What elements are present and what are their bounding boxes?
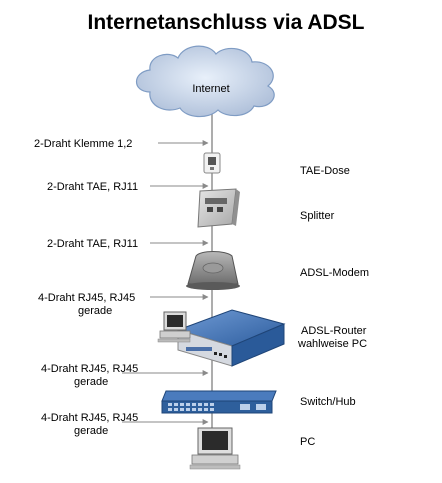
device-label-tae: TAE-Dose [300, 165, 350, 177]
device-label-splitter: Splitter [300, 210, 335, 222]
connection-label-2: 2-Draht TAE, RJ11 [47, 181, 138, 193]
switch-hub-icon [161, 390, 277, 414]
connection-label-1: 2-Draht Klemme 1,2 [34, 138, 132, 150]
connection-label-5: 4-Draht RJ45, RJ45 gerade [41, 363, 141, 388]
switch-ports [168, 403, 266, 411]
connection-label-6: 4-Draht RJ45, RJ45 gerade [41, 412, 141, 437]
internet-cloud-icon [135, 45, 275, 118]
device-label-switch: Switch/Hub [300, 396, 356, 408]
connection-arrows [122, 140, 209, 425]
connection-label-3: 2-Draht TAE, RJ11 [47, 238, 138, 250]
connection-label-4: 4-Draht RJ45, RJ45 gerade [38, 292, 138, 317]
splitter-icon [197, 188, 240, 228]
adsl-router-icon [176, 309, 286, 367]
cloud-label: Internet [192, 83, 229, 95]
device-label-router: ADSL-Router wahlweise PC [297, 325, 369, 350]
connection-labels: 2-Draht Klemme 1,2 2-Draht TAE, RJ11 2-D… [34, 138, 141, 437]
adsl-modem-icon [186, 251, 240, 290]
device-labels: TAE-Dose Splitter ADSL-Modem ADSL-Router… [297, 165, 369, 448]
tae-socket-icon [203, 152, 221, 174]
diagram-title: Internetanschluss via ADSL [88, 11, 365, 34]
router-ports [214, 352, 227, 358]
device-label-pc: PC [300, 436, 315, 448]
pc-icon [189, 427, 241, 470]
device-label-modem: ADSL-Modem [300, 267, 369, 279]
router-pc-icon [157, 311, 191, 343]
